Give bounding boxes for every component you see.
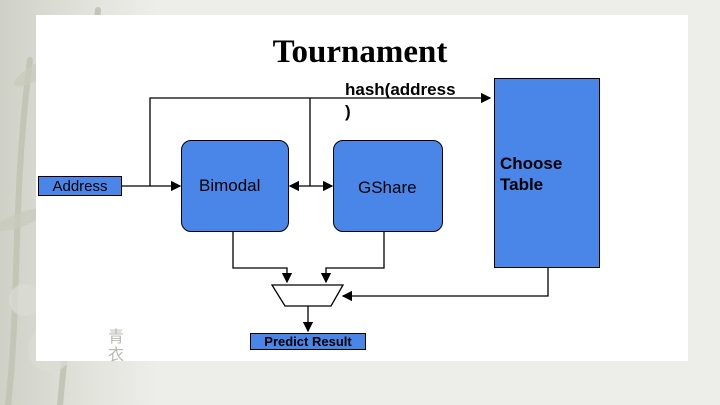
multiplexer (272, 285, 343, 306)
choose-to-mux-arrow (343, 268, 548, 296)
corner-char-1: 青 (108, 328, 124, 346)
choose-table-label: Choose Table (500, 153, 562, 195)
predict-result-box: Predict Result (250, 333, 366, 350)
hash-label-line2: ) (345, 101, 456, 123)
gshare-to-mux-arrow (326, 232, 384, 282)
choose-label-line1: Choose (500, 153, 562, 174)
gshare-label: GShare (358, 178, 417, 198)
corner-char-2: 衣 (108, 346, 124, 364)
bimodal-to-mux-arrow (233, 232, 287, 282)
hash-label: hash(address ) (345, 79, 456, 123)
hash-label-line1: hash(address (345, 79, 456, 101)
choose-label-line2: Table (500, 174, 562, 195)
address-box: Address (38, 176, 122, 196)
corner-watermark: 青 衣 (108, 328, 124, 364)
bimodal-label: Bimodal (199, 176, 260, 196)
